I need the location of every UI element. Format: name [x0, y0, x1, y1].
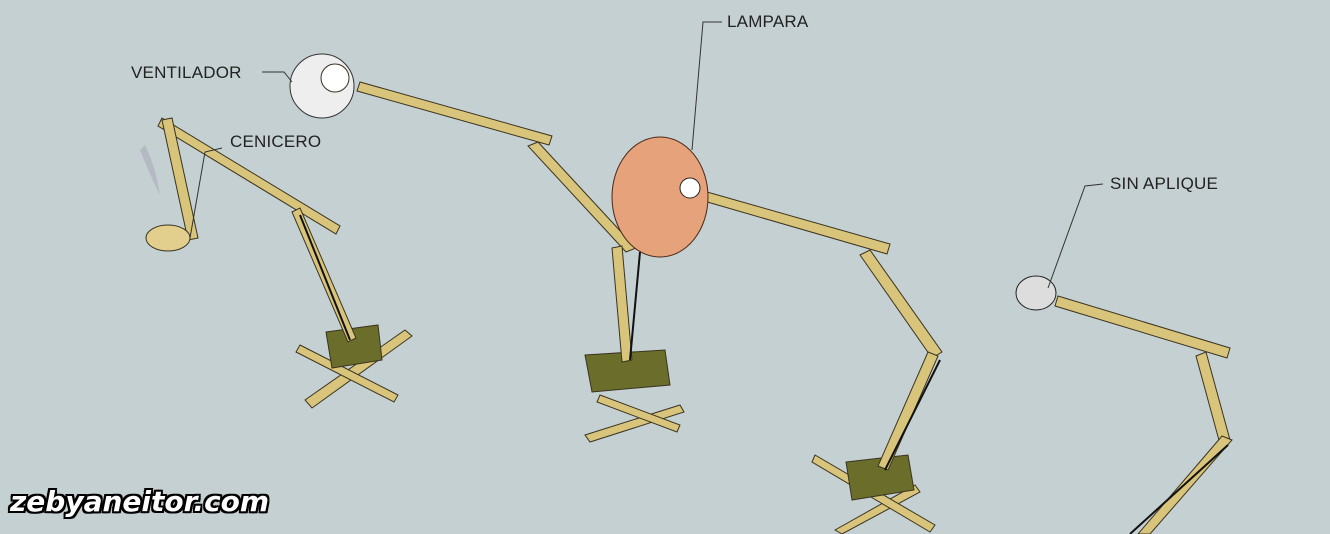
base-box: [325, 324, 383, 369]
lamp-fan: [289, 53, 685, 443]
label-no-fixture: SIN APLIQUE: [1110, 174, 1219, 193]
label-lamp: LAMPARA: [727, 12, 809, 31]
watermark: zebyaneitor.com: [10, 485, 270, 518]
label-ashtray: CENICERO: [230, 132, 322, 151]
ashtray: [145, 224, 191, 252]
lamp-no-fixture: [1015, 275, 1233, 534]
label-fan: VENTILADOR: [131, 63, 242, 82]
ring-fixture: [1015, 275, 1057, 311]
lamp-ashtray: [140, 117, 413, 409]
lamp-shade: [611, 136, 943, 534]
base-box: [584, 349, 671, 393]
lampshade: [611, 136, 709, 258]
